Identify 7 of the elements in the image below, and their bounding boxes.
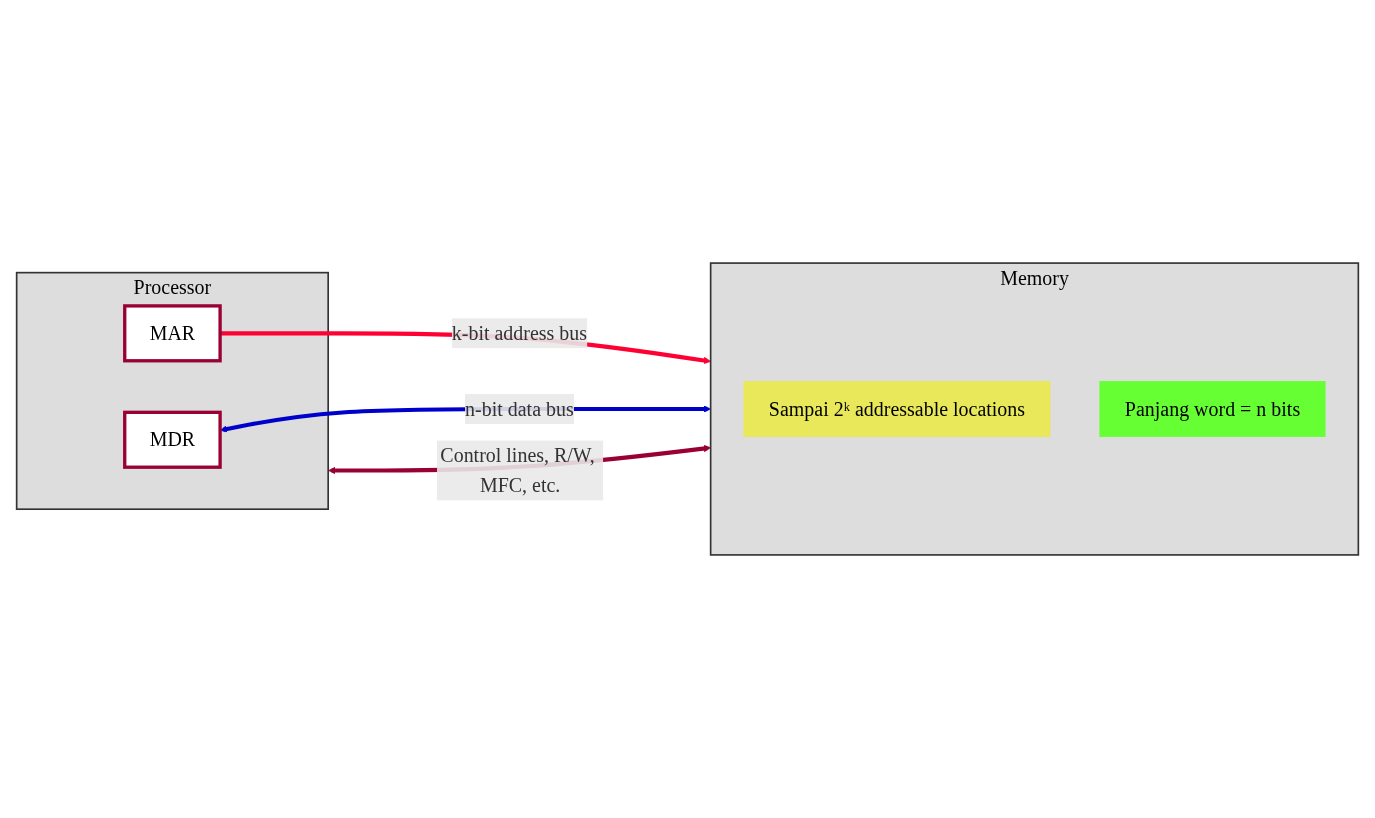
node-box: Sampai 2ᵏ addressable locations [743, 381, 1051, 437]
node-box: Panjang word = n bits [1099, 381, 1326, 437]
node-box: MAR [123, 304, 222, 363]
edge-label: k-bit address bus [451, 322, 588, 345]
node-box: MDR [123, 410, 222, 469]
edge-label: Control lines, R/W, MFC, etc. [440, 444, 595, 497]
edge-label: n-bit data bus [465, 398, 574, 420]
